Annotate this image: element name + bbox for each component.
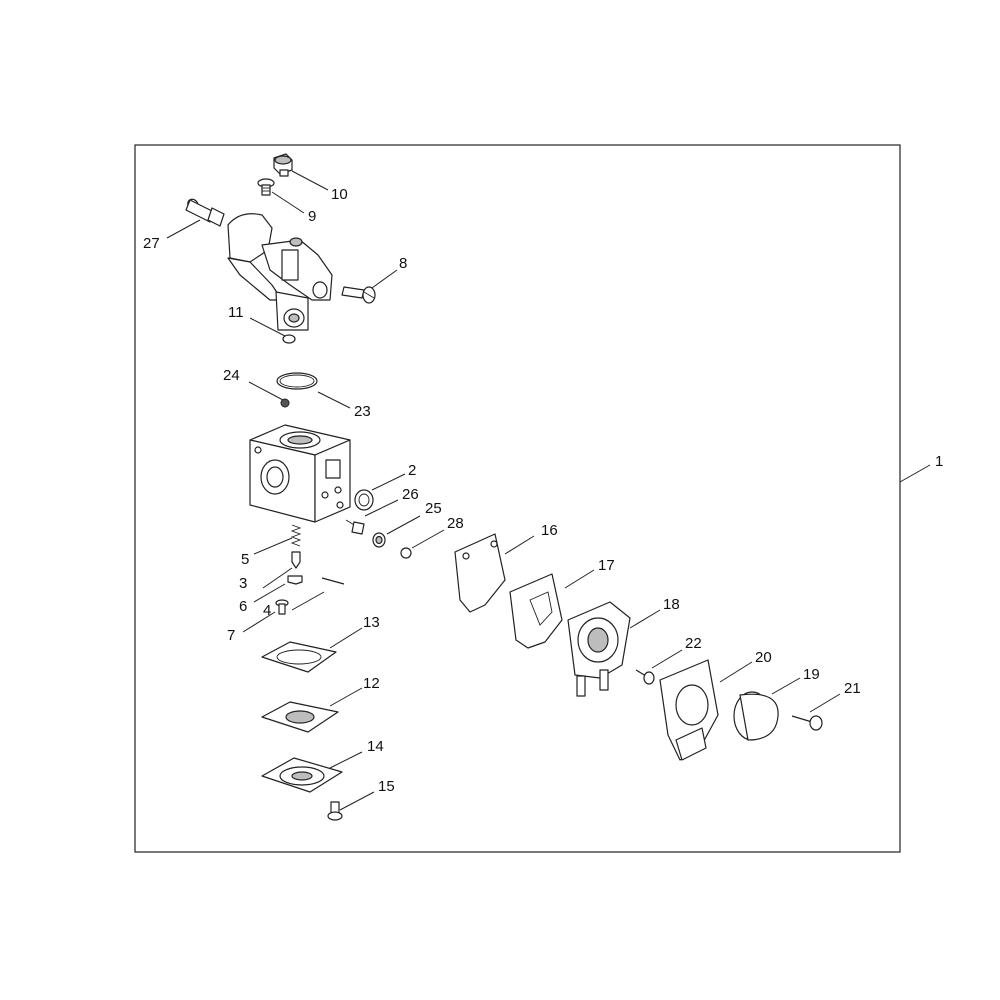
part-9-screw	[257, 178, 275, 196]
part-17-diaphragm	[509, 573, 563, 649]
callout-17: 17	[598, 557, 615, 574]
callout-1: 1	[935, 453, 943, 470]
part-25-seat	[372, 532, 386, 548]
callout-20: 20	[755, 649, 772, 666]
callout-7: 7	[227, 627, 235, 644]
part-11-clip	[282, 334, 296, 344]
carburetor-top-body	[227, 213, 333, 331]
callout-6: 6	[239, 598, 247, 615]
part-28-plug	[400, 547, 412, 559]
callout-2: 2	[408, 462, 416, 479]
callout-18: 18	[663, 596, 680, 613]
part-4-pin	[321, 577, 345, 585]
callout-9: 9	[308, 208, 316, 225]
part-20-plate	[659, 659, 719, 761]
part-26-needle	[345, 519, 365, 535]
callout-15: 15	[378, 778, 395, 795]
callout-26: 26	[402, 486, 419, 503]
part-16-gasket	[454, 533, 506, 613]
part-14-cover	[261, 757, 343, 793]
callout-11: 11	[228, 304, 244, 321]
part-22-screw	[635, 669, 655, 685]
callout-10: 10	[331, 186, 348, 203]
assembly-frame	[134, 144, 901, 853]
part-13-gasket	[261, 641, 337, 673]
part-7-screw	[275, 599, 289, 615]
leader-lines	[166, 170, 931, 811]
part-12-diaphragm	[261, 701, 339, 733]
part-24-ball	[280, 398, 290, 408]
part-27-fitting	[185, 198, 225, 227]
part-3-needle	[291, 551, 301, 569]
part-8-screw	[341, 286, 376, 304]
callout-5: 5	[241, 551, 249, 568]
part-6-lever	[287, 575, 303, 585]
callout-13: 13	[363, 614, 380, 631]
callout-22: 22	[685, 635, 702, 652]
part-19-primer-bulb	[733, 691, 779, 741]
callout-19: 19	[803, 666, 820, 683]
part-2-ring	[354, 489, 374, 511]
callout-23: 23	[354, 403, 371, 420]
part-15-screw	[327, 801, 343, 821]
part-21-screw	[791, 715, 823, 731]
callout-14: 14	[367, 738, 384, 755]
part-18-pump-body	[567, 601, 631, 697]
callout-3: 3	[239, 575, 247, 592]
callout-21: 21	[844, 680, 861, 697]
callout-16: 16	[541, 522, 558, 539]
callout-8: 8	[399, 255, 407, 272]
callout-4: 4	[263, 602, 271, 619]
part-5-spring	[290, 524, 302, 547]
callout-27: 27	[143, 235, 160, 252]
part-23-o-ring	[276, 372, 318, 390]
callout-25: 25	[425, 500, 442, 517]
part-10-fitting	[273, 153, 293, 177]
carburetor-main-body	[249, 424, 351, 523]
callout-24: 24	[223, 367, 240, 384]
callout-12: 12	[363, 675, 380, 692]
callout-28: 28	[447, 515, 464, 532]
